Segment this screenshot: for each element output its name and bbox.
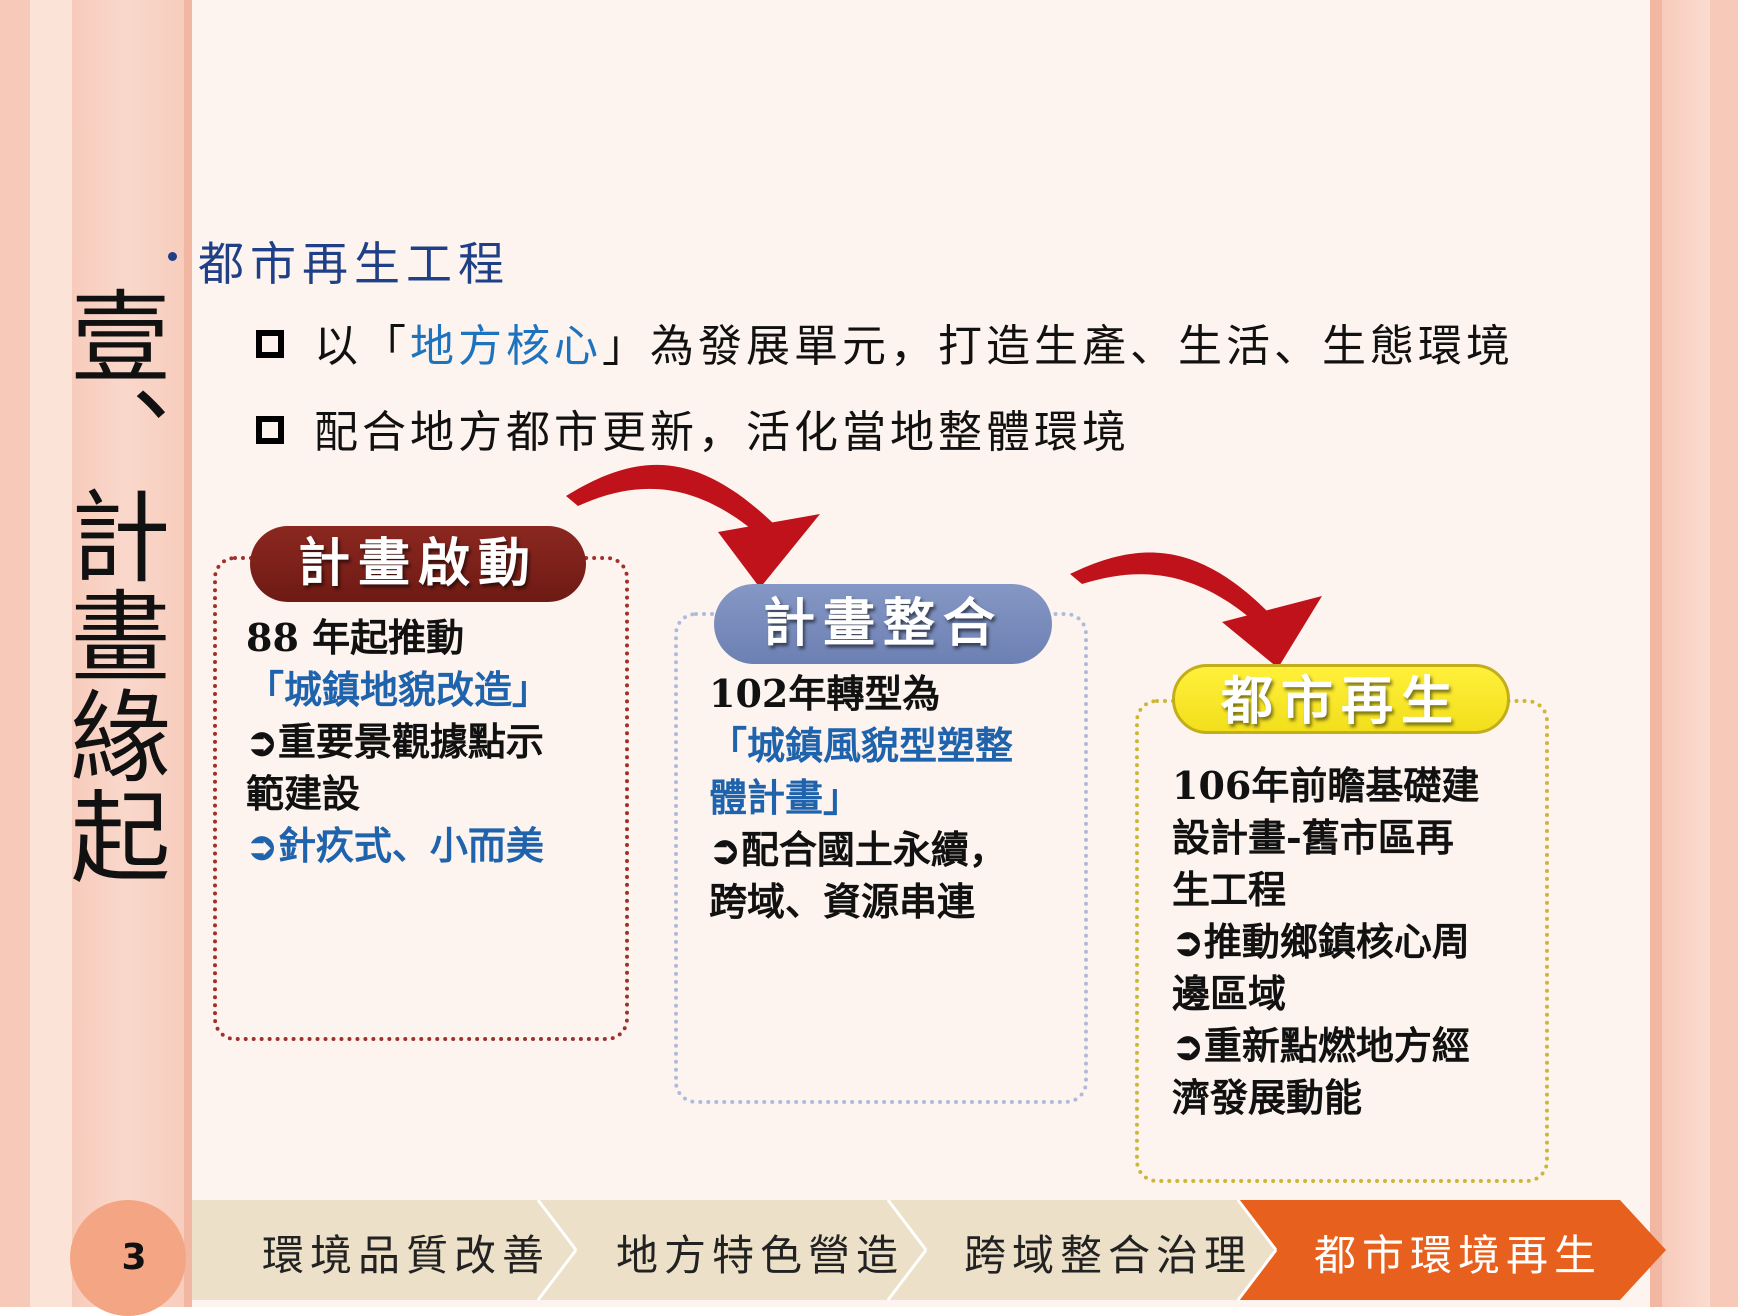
stage-line: 範建設 xyxy=(246,771,361,816)
left-border-light xyxy=(30,0,72,1307)
stage-text-launch: 88 年起推動 「城鎮地貌改造」 ➲重要景觀據點示 範建設 ➲針疚式、小而美 xyxy=(246,612,616,872)
stage-text-regeneration: 106年前瞻基礎建 設計畫-舊市區再 生工程 ➲推動鄉鎮核心周 邊區域 ➲重新點… xyxy=(1172,760,1542,1124)
stage-title-launch: 計畫啟動 xyxy=(250,526,586,602)
checkbox-square-icon xyxy=(256,415,284,444)
stage-line: ➲重新點燃地方經 xyxy=(1172,1023,1470,1068)
stage-line-highlight: 「城鎮風貌型塑整 xyxy=(709,723,1014,768)
right-band-edge xyxy=(1650,0,1662,1307)
section-title: 壹、計畫緣起 xyxy=(53,285,170,885)
stage-line: 濟發展動能 xyxy=(1172,1075,1363,1120)
arrow-head-icon xyxy=(718,514,820,588)
left-title-band xyxy=(72,0,192,1307)
process-step-4-active: 都市環境再生 xyxy=(1314,1231,1603,1280)
curved-arrow-icon xyxy=(566,464,780,545)
slide-heading: 都市再生工程 xyxy=(198,237,510,291)
stage-line-highlight: 體計畫」 xyxy=(709,775,862,820)
stage-line: 88 年起推動 xyxy=(246,615,465,660)
stage-line: 106年前瞻基礎建 xyxy=(1172,763,1480,808)
left-band-edge xyxy=(184,0,192,1307)
stage-line: 102年轉型為 xyxy=(709,671,941,716)
page-number-circle xyxy=(70,1200,186,1316)
curved-arrow-icon xyxy=(1070,552,1276,632)
stage-line: ➲重要景觀據點示 xyxy=(246,719,544,764)
arrow-head-icon xyxy=(1222,596,1322,668)
stage-line: 跨域、資源串連 xyxy=(709,879,976,924)
stage-text-integration: 102年轉型為 「城鎮風貌型塑整 體計畫」 ➲配合國土永續， 跨域、資源串連 xyxy=(709,668,1079,928)
page-number: 3 xyxy=(121,1237,147,1278)
right-border-stripe xyxy=(1710,0,1738,1307)
subpoint-urban-renewal: 配合地方都市更新，活化當地整體環境 xyxy=(256,396,1130,460)
bullet-dot xyxy=(168,252,177,261)
stage-box-integration xyxy=(674,612,1088,1104)
process-step-1-shape xyxy=(192,1200,576,1300)
process-step-1: 環境品質改善 xyxy=(262,1231,551,1280)
left-border-stripe xyxy=(0,0,30,1307)
process-step-3-shape xyxy=(888,1200,1276,1300)
stage-line: ➲配合國土永續， xyxy=(709,827,1007,872)
process-step-3: 跨域整合治理 xyxy=(964,1231,1253,1280)
subpoint-text: 配合地方都市更新，活化當地整體環境 xyxy=(314,407,1130,458)
stage-box-regeneration xyxy=(1135,699,1549,1183)
process-step-2-shape xyxy=(538,1200,926,1300)
subpoint-core-unit: 以「地方核心」為發展單元，打造生產、生活、生態環境 xyxy=(256,310,1514,374)
stage-line-highlight: 「城鎮地貌改造」 xyxy=(246,667,551,712)
stage-line: 設計畫-舊市區再 xyxy=(1172,815,1454,860)
stage-line: ➲推動鄉鎮核心周 xyxy=(1172,919,1470,964)
process-step-2: 地方特色營造 xyxy=(616,1231,905,1280)
stage-line: 邊區域 xyxy=(1172,971,1287,1016)
stage-title-regeneration: 都市再生 xyxy=(1172,664,1510,734)
process-step-4-shape xyxy=(1238,1200,1666,1300)
subpoint-text-before: 以「 xyxy=(314,321,410,372)
checkbox-square-icon xyxy=(256,329,284,358)
stage-box-launch xyxy=(213,556,629,1041)
stage-line: 生工程 xyxy=(1172,867,1287,912)
subpoint-highlight: 地方核心 xyxy=(410,321,602,372)
subpoint-text-after: 」為發展單元，打造生產、生活、生態環境 xyxy=(602,321,1514,372)
stage-line-highlight: ➲針疚式、小而美 xyxy=(246,823,544,868)
stage-title-integration: 計畫整合 xyxy=(714,584,1052,664)
right-border-band xyxy=(1662,0,1710,1307)
